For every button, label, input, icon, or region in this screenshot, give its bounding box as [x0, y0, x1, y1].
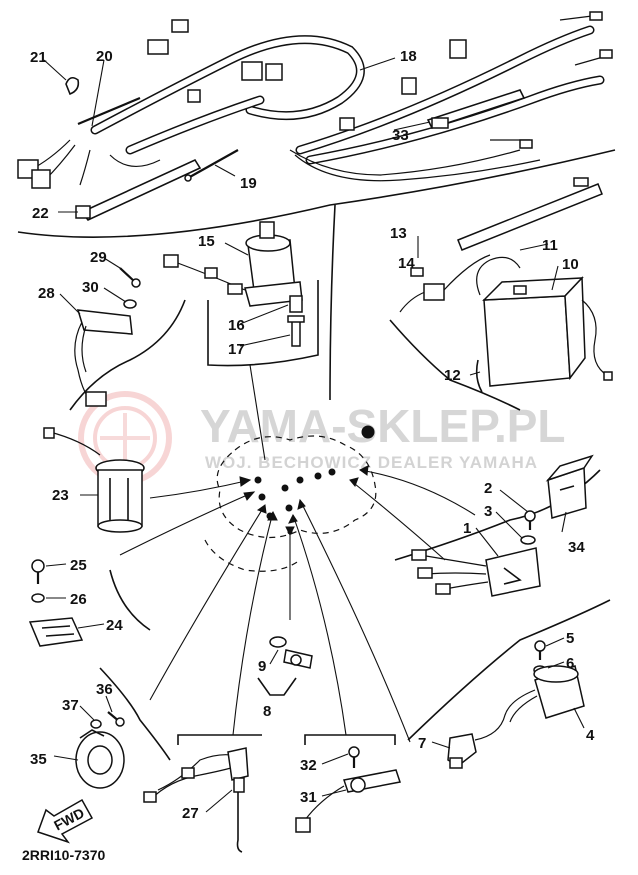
- main-wiring-harness: [17, 11, 613, 189]
- watermark: YAMA-SKLEP.PL WOJ. BECHOWICZ DEALER YAMA…: [78, 391, 566, 485]
- bolt-2: [524, 510, 536, 530]
- callout-label-4: 4: [586, 727, 595, 744]
- callout-label-29: 29: [90, 249, 107, 266]
- callout-label-1: 1: [463, 520, 471, 537]
- horn-35: [75, 729, 125, 789]
- relay-28: [74, 309, 133, 407]
- battery-band-11: [457, 177, 603, 251]
- band-33: [426, 89, 526, 129]
- connector-block: [31, 169, 51, 189]
- callout-label-17: 17: [228, 341, 245, 358]
- connector-block: [589, 11, 603, 21]
- breather-pipe-12: [475, 359, 483, 393]
- connector-block: [265, 63, 283, 81]
- harness-region-boundary: [17, 149, 616, 238]
- battery-10: [476, 256, 613, 387]
- callout-label-35: 35: [30, 751, 47, 768]
- callout-label-20: 20: [96, 48, 113, 65]
- connector-block: [449, 39, 467, 59]
- washer-3: [520, 535, 536, 545]
- callout-label-19: 19: [240, 175, 257, 192]
- callout-label-11: 11: [542, 237, 558, 254]
- callout-label-9: 9: [258, 658, 266, 675]
- callout-label-3: 3: [484, 503, 492, 520]
- callout-label-24: 24: [106, 617, 123, 634]
- callout-label-37: 37: [62, 697, 79, 714]
- callout-label-28: 28: [38, 285, 55, 302]
- bracket-8: [257, 677, 297, 696]
- harness-strap-20: [77, 96, 141, 126]
- rectifier-24: [28, 617, 84, 647]
- watermark-title: YAMA-SKLEP.PL: [200, 400, 566, 452]
- ignition-coil-4: [474, 665, 585, 741]
- callout-label-8: 8: [263, 703, 271, 720]
- leader-arrows: [119, 364, 476, 743]
- connector-block: [241, 61, 263, 81]
- screw-25: [31, 559, 45, 584]
- cable-tie-22: [75, 158, 202, 221]
- connector-block: [339, 117, 355, 131]
- callout-label-30: 30: [82, 279, 99, 296]
- callout-label-21: 21: [30, 49, 47, 66]
- callout-label-36: 36: [96, 681, 113, 698]
- washer-37: [90, 719, 102, 729]
- connector-block: [171, 19, 189, 33]
- cdi-unit-1: [411, 547, 541, 597]
- callout-label-22: 22: [32, 205, 49, 222]
- callout-label-14: 14: [398, 255, 415, 272]
- relay-34: [545, 454, 594, 519]
- bushing-16: [289, 295, 303, 313]
- connector-block: [599, 49, 613, 59]
- callout-label-27: 27: [182, 805, 199, 822]
- callout-label-12: 12: [444, 367, 461, 384]
- callout-label-13: 13: [390, 225, 407, 242]
- switch-27: [143, 747, 249, 853]
- screw-29: [119, 267, 141, 288]
- region-boundaries: [69, 204, 611, 761]
- nut-26: [31, 593, 45, 603]
- bolt-36: [107, 711, 125, 727]
- washer-30: [123, 299, 137, 309]
- callout-label-26: 26: [70, 591, 87, 608]
- screw-5: [534, 640, 546, 660]
- diagram-code: 2RRI10-7370: [22, 847, 105, 863]
- connector-block: [519, 139, 533, 149]
- callout-label-18: 18: [400, 48, 417, 65]
- frame-outline: [204, 425, 377, 572]
- brake-switch-31: [295, 769, 401, 833]
- callout-label-7: 7: [418, 735, 426, 752]
- callout-label-25: 25: [70, 557, 87, 574]
- callout-label-31: 31: [300, 789, 317, 806]
- callout-label-2: 2: [484, 480, 492, 497]
- watermark-subtitle: WOJ. BECHOWICZ DEALER YAMAHA: [205, 453, 538, 472]
- callout-leaders: [43, 57, 585, 813]
- fuse-14: [410, 267, 424, 277]
- forward-arrow: FWD: [37, 798, 94, 844]
- wire-clamp-21: [65, 76, 80, 96]
- bolt-17: [287, 315, 305, 347]
- callout-label-34: 34: [568, 539, 585, 556]
- grip-23: [43, 427, 145, 533]
- plug-cap-7: [447, 733, 477, 769]
- callout-label-23: 23: [52, 487, 69, 504]
- connector-block: [401, 77, 417, 95]
- callout-label-10: 10: [562, 256, 579, 273]
- screw-32: [348, 746, 360, 768]
- bolt-9: [269, 636, 313, 669]
- callout-label-16: 16: [228, 317, 245, 334]
- callout-labels: 1 2 3 4 5 6 7 8 9 10 11 12 13 14 15 16 1…: [30, 48, 595, 822]
- main-switch-15: [163, 221, 303, 307]
- callout-label-32: 32: [300, 757, 317, 774]
- rod-19: [184, 149, 239, 182]
- callout-label-6: 6: [566, 655, 574, 672]
- callout-label-5: 5: [566, 630, 574, 647]
- connector-block: [187, 89, 201, 103]
- fuse-holder-13: [399, 254, 491, 313]
- connector-block: [147, 39, 169, 55]
- callout-label-33: 33: [392, 127, 409, 144]
- callout-label-15: 15: [198, 233, 215, 250]
